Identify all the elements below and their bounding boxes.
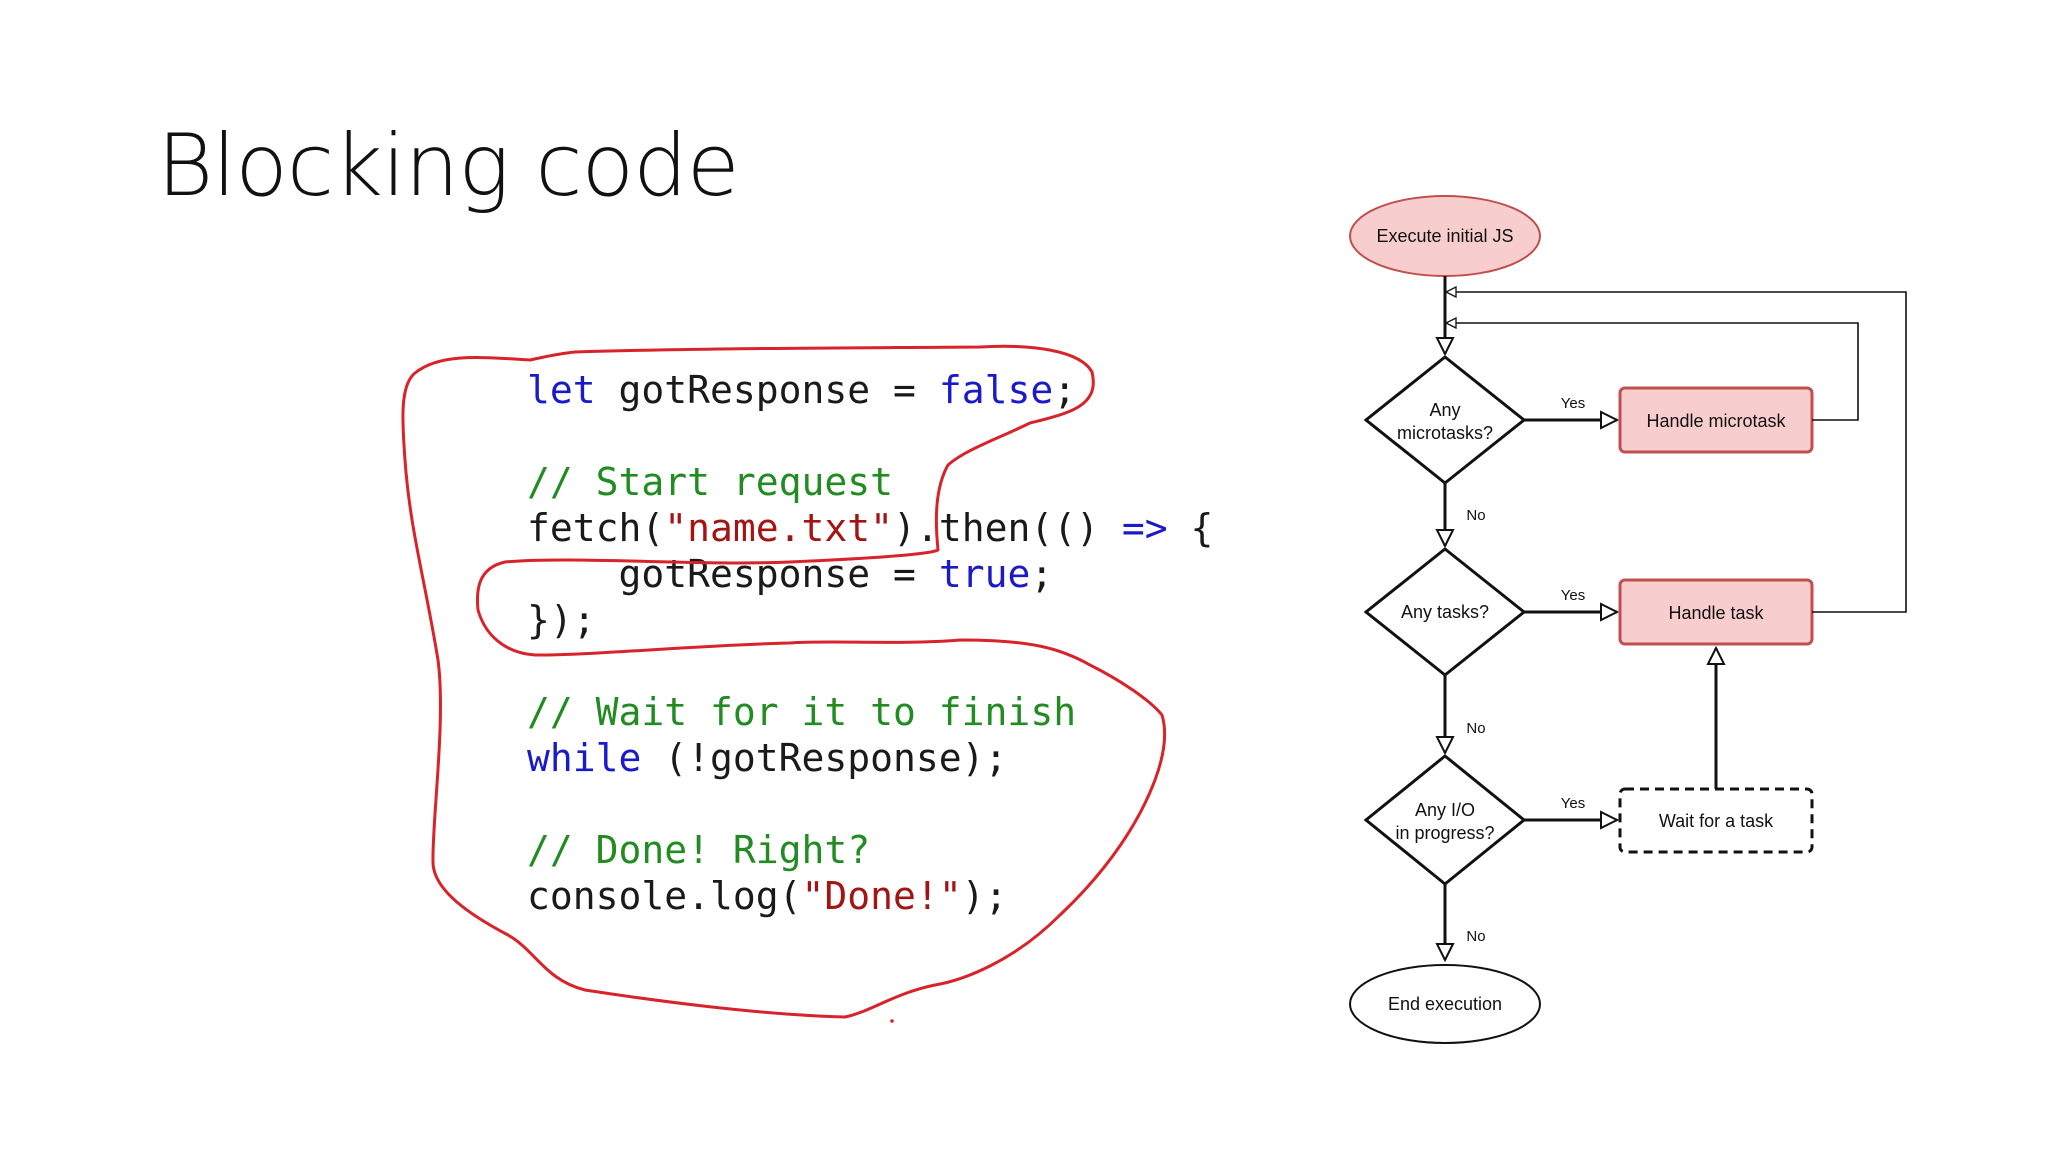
edge-microtask-loopback [1447, 323, 1859, 421]
edge-tasks-no-label: No [1466, 720, 1485, 737]
node-tasks-decision: Any tasks? [1363, 547, 1527, 677]
node-handle-task: Handle task [1618, 578, 1814, 646]
edge-tasks-yes-label: Yes [1561, 587, 1585, 604]
node-microtasks-decision: Any microtasks? [1363, 355, 1527, 485]
code-text: { [1167, 506, 1214, 550]
edge-microtasks-no-label: No [1466, 507, 1485, 524]
node-handle-microtask: Handle microtask [1618, 386, 1814, 454]
edge-io-no-label: No [1466, 928, 1485, 945]
node-microtasks-label-1: Any [1429, 400, 1460, 420]
node-handle-microtask-label: Handle microtask [1646, 411, 1786, 431]
node-end-label: End execution [1388, 994, 1502, 1014]
node-wait-task: Wait for a task [1618, 787, 1814, 854]
node-io-label-2: in progress? [1395, 823, 1494, 843]
node-end: End execution [1349, 964, 1541, 1044]
node-wait-task-label: Wait for a task [1659, 811, 1774, 831]
node-io-label-1: Any I/O [1415, 800, 1475, 820]
node-io-decision: Any I/O in progress? [1363, 754, 1527, 886]
node-microtasks-label-2: microtasks? [1397, 423, 1493, 443]
node-start: Execute initial JS [1349, 195, 1541, 277]
node-tasks-label: Any tasks? [1401, 602, 1489, 622]
node-handle-task-label: Handle task [1668, 603, 1764, 623]
node-start-label: Execute initial JS [1376, 226, 1513, 246]
edge-microtasks-yes-label: Yes [1561, 395, 1585, 412]
edge-task-loopback [1447, 292, 1907, 613]
slide-title: Blocking code [157, 116, 740, 216]
edge-io-yes-label: Yes [1561, 795, 1585, 812]
